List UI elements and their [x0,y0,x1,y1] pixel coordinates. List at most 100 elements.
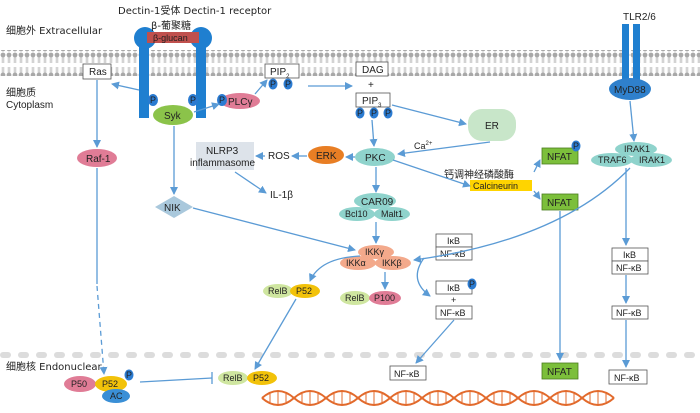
syk-node [153,105,193,125]
phospho-badge: P [369,107,379,119]
nfat-label-2: NFAT [547,198,572,209]
ikkg-label: IKKγ [365,247,385,257]
pkc-node [355,148,395,166]
bcl10-node [339,207,375,221]
ac-node [102,389,130,403]
nfat-box-1 [541,147,579,165]
nfkb-box-6 [608,369,648,385]
svg-text:P: P [126,370,132,380]
bcl10-label: Bcl10 [345,209,368,219]
plus-sign: + [368,80,374,91]
ikkg-node [358,245,394,259]
irak1-label: IRAK1 [624,144,650,154]
nfat-box-3 [541,362,579,380]
pip2-label: PIP2 [270,67,290,80]
ikka-label: IKKα [346,258,366,268]
nfkb-box-5 [611,305,649,320]
dna-helix [261,390,615,406]
label-nucleus: 细胞核 Endonuclear [6,360,103,373]
nik-node [155,196,193,218]
irak1-label-2: IRAK1 [639,155,665,165]
traf6-node [591,153,633,167]
il1b-label: IL-1β [270,190,293,201]
dectin1-label: Dectin-1受体 Dectin-1 receptor [118,5,272,17]
phospho-badge: P [124,369,134,381]
nfkb-label-3: NF-κB [394,369,420,379]
ikka-node [340,256,376,270]
phospho-badge: P [355,107,365,119]
svg-text:P: P [371,108,377,118]
p50-label: P50 [71,379,87,389]
beta-glucan-box [147,32,199,43]
nlrp3-box [196,142,254,170]
svg-text:P: P [190,95,196,105]
svg-text:P: P [469,279,475,289]
nfkb-label-2: NF-κB [440,308,466,318]
ikkb-label: IKKβ [382,258,402,268]
calcineurin-box [470,180,532,191]
malt1-label: Malt1 [381,209,403,219]
tlr-label: TLR2/6 [623,12,656,23]
p52-node-1 [290,284,320,298]
erk-label: ERK [316,151,337,162]
nlrp3-label-1: NLRP3 [206,146,239,157]
svg-text:P: P [357,108,363,118]
nik-label: NIK [164,203,181,214]
calcineurin-en: Calcineurin [473,181,518,191]
er-node [468,109,516,141]
pip2-box [264,63,300,79]
relb-node-1 [263,284,293,298]
myd88-label: MyD88 [614,85,646,96]
beta-glucan-en: β-glucan [153,33,188,43]
label-cytoplasm-en: Cytoplasm [6,100,53,111]
raf1-node [77,149,117,167]
phospho-badge: P [188,94,198,106]
pip3-label: PIP3 [362,96,382,109]
nfkb-label-6: NF-κB [614,373,640,383]
malt1-node [374,207,410,221]
card9-node [354,193,396,209]
svg-text:P: P [219,95,225,105]
ikkb-node [375,256,411,270]
ras-label: Ras [89,67,107,78]
calcium-label: Ca2+ [414,141,433,151]
pathway-arrows [93,79,638,384]
phospho-badge: P [268,78,278,90]
ikb-label-2: IκB [447,283,460,293]
dag-label: DAG [362,65,384,76]
erk-node [308,146,344,164]
ikb-label-1: IκB [447,236,460,246]
irak1-node [615,142,657,156]
tlr-receptor-right [633,24,640,86]
p52-node-3 [95,376,127,392]
nfat-label-1: NFAT [547,152,572,163]
plc-label: PLCγ [228,97,252,108]
pip3-box [355,92,391,108]
relb-label-2: RelB [345,293,365,303]
p100-node [369,291,401,305]
plus-sign-2: + [451,295,456,305]
ras-box [82,63,112,80]
nfkb-label-4: NF-κB [616,263,642,273]
phospho-badge: P [383,107,393,119]
nuclear-membrane [0,352,700,360]
dag-box [355,61,389,77]
phospho-badge: P [283,78,293,90]
nfkb-label-5: NF-κB [616,308,642,318]
syk-label: Syk [164,111,182,122]
p50-node [64,376,96,392]
traf6-label: TRAF6 [598,155,627,165]
ros-label: ROS [268,151,290,162]
myd88-node [609,78,651,100]
tlr-receptor-left [622,24,629,86]
ac-label: AC [110,391,123,401]
phospho-badge: P [148,94,158,106]
p52-node-2 [247,371,277,385]
phospho-badge: P [467,278,477,290]
cell-membrane [0,50,700,76]
p100-label: P100 [374,293,395,303]
nfkb-box-3 [389,365,427,381]
label-cytoplasm-cn: 细胞质 [6,86,36,99]
svg-text:P: P [573,141,579,151]
relb-label-1: RelB [268,286,288,296]
